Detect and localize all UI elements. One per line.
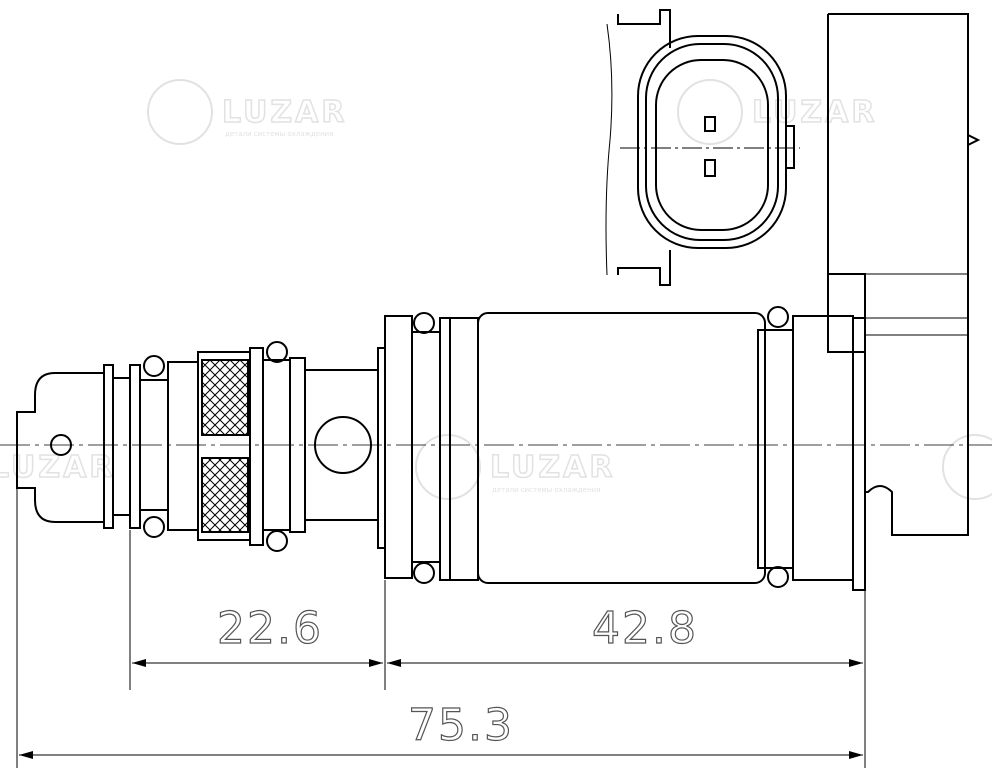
dimension-body-length: 42.8 [592,603,698,654]
filter-mesh [197,347,386,549]
electrical-connector [605,9,800,286]
o-rings [143,306,789,588]
mounting-bracket [827,13,981,536]
solenoid-body [384,312,866,591]
dimension-overall-length: 75.3 [408,700,514,751]
svg-text:LUZAR: LUZAR [0,450,115,485]
dimension-lines [16,488,866,768]
svg-text:LUZAR: LUZAR [222,95,347,130]
valve-tip [16,361,199,531]
svg-text:LUZAR: LUZAR [490,450,615,485]
svg-text:детали системы охлаждения: детали системы охлаждения [492,486,600,494]
svg-text:LUZAR: LUZAR [752,95,877,130]
dimension-inlet-length: 22.6 [217,603,323,654]
svg-text:детали системы охлаждения: детали системы охлаждения [225,130,333,138]
watermark-logo: LUZAR детали системы охлаждения LUZAR LU… [0,79,992,500]
